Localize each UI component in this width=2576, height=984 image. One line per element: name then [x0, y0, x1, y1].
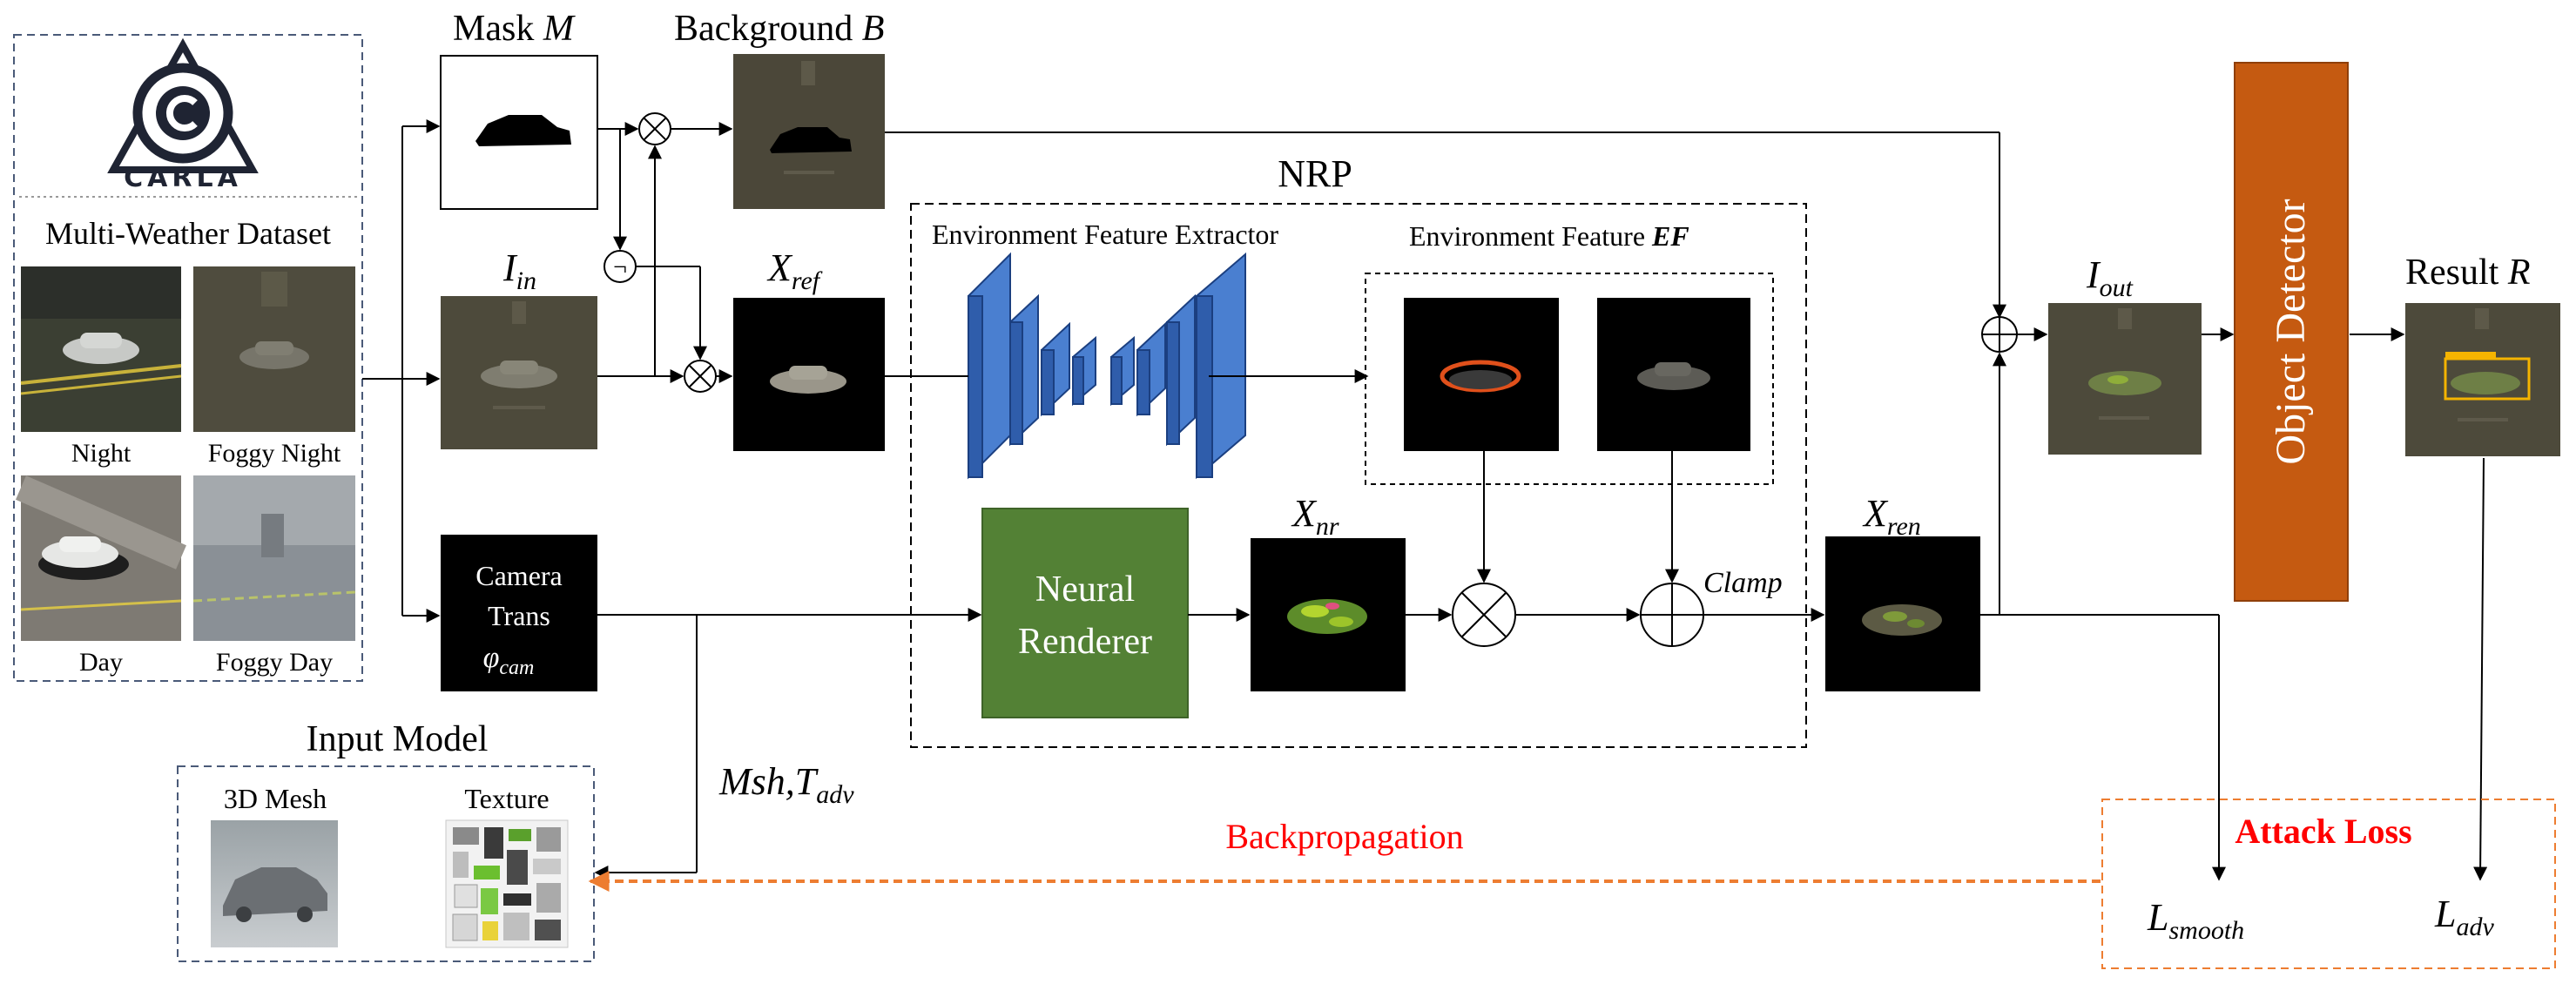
i-in-label: Iin	[502, 246, 536, 295]
caption-night: Night	[71, 439, 131, 468]
nrp-box	[910, 203, 1807, 748]
backprop-label: Backpropagation	[1225, 817, 1463, 856]
dataset-image-foggy-night	[193, 266, 355, 432]
x-ref-label: Xref	[766, 246, 823, 295]
msh-tadv-label: Msh,Tadv	[718, 760, 854, 809]
mesh-label: 3D Mesh	[224, 783, 327, 814]
mask-image	[440, 55, 598, 210]
object-detector-label: Object Detector	[2268, 199, 2314, 464]
background-label: Background B	[674, 9, 884, 49]
clamp-label: Clamp	[1703, 567, 1783, 599]
nrp-connectors	[594, 451, 1825, 880]
feature-extractor	[968, 252, 1246, 480]
ef-image-1	[1404, 298, 1559, 451]
dataset-image-foggy-day	[192, 475, 356, 641]
background-image	[733, 54, 885, 209]
dataset-title: Multi-Weather Dataset	[45, 216, 331, 251]
mask-multiply-op	[638, 112, 671, 145]
carla-logo-icon: CARLA	[107, 37, 259, 193]
mesh-image	[211, 820, 338, 947]
camera-line3: φcam	[483, 642, 535, 679]
output-add-op	[1981, 316, 2018, 353]
neural-renderer-line1: Neural	[1035, 570, 1135, 610]
x-nr-image	[1251, 538, 1406, 691]
neural-renderer-line2: Renderer	[1018, 622, 1152, 662]
object-detector-box: Object Detector	[2234, 62, 2349, 602]
caption-foggy-day: Foggy Day	[216, 648, 333, 677]
nrp-add-op	[1640, 583, 1704, 647]
i-out-image	[2048, 303, 2202, 455]
result-image	[2405, 303, 2560, 456]
l-smooth-label: Lsmooth	[2147, 896, 2244, 945]
efe-title: Environment Feature Extractor	[932, 219, 1278, 250]
dataset-image-night	[20, 266, 182, 432]
attack-loss-box	[2101, 799, 2556, 969]
i-out-label: Iout	[2086, 253, 2134, 302]
ef-box	[1365, 273, 1774, 485]
x-nr-label: Xnr	[1291, 492, 1339, 541]
camera-line2: Trans	[488, 600, 550, 631]
result-label: Result R	[2405, 253, 2531, 293]
camera-trans-box: Camera Trans φcam	[441, 535, 597, 691]
mask-label: Mask M	[453, 9, 576, 49]
x-ren-label: Xren	[1862, 492, 1921, 541]
carla-logo-text: CARLA	[124, 163, 242, 193]
neural-renderer-box: Neural Renderer	[981, 508, 1189, 718]
texture-label: Texture	[464, 783, 549, 814]
dataset-connectors	[362, 119, 441, 623]
mask-connectors	[597, 122, 2006, 383]
not-op: ¬	[604, 250, 637, 283]
i-in-image	[441, 296, 597, 449]
caption-day: Day	[79, 648, 123, 677]
l-adv-label: Ladv	[2434, 893, 2494, 941]
input-model-box	[177, 765, 595, 962]
nrp-multiply-op	[1452, 583, 1516, 647]
x-ref-image	[733, 298, 885, 451]
caption-foggy-night: Foggy Night	[208, 439, 341, 468]
ref-multiply-op	[684, 360, 717, 393]
dataset-panel: CARLA Multi-Weather Dataset Night Foggy …	[13, 34, 363, 682]
attack-loss-label: Attack Loss	[2235, 812, 2411, 851]
nrp-title: NRP	[1278, 152, 1352, 195]
ef-title: Environment Feature EF	[1409, 220, 1689, 252]
output-connectors	[1980, 327, 2488, 881]
input-model-title: Input Model	[307, 719, 489, 759]
x-ren-image	[1825, 536, 1980, 691]
texture-image	[445, 819, 569, 948]
dataset-image-day	[16, 475, 186, 641]
camera-line1: Camera	[475, 560, 563, 591]
ef-image-2	[1597, 298, 1750, 451]
not-symbol: ¬	[613, 254, 627, 281]
